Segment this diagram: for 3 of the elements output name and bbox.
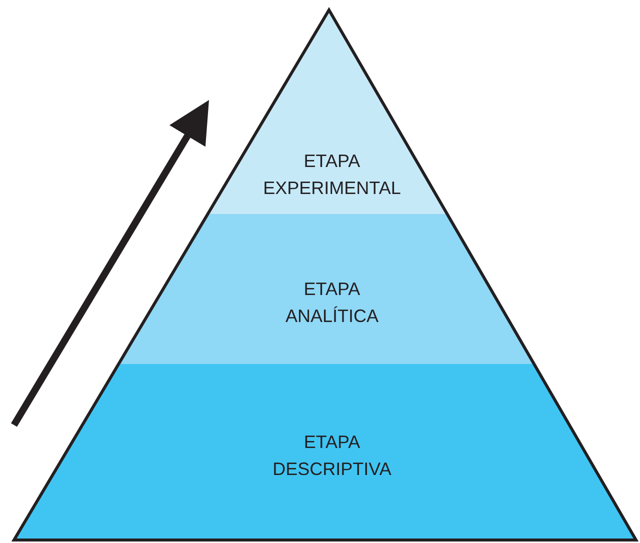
stage-label: ETAPA DESCRIPTIVA (272, 431, 392, 481)
stage-label: ETAPA ANALÍTICA (285, 278, 378, 328)
stage-label: ETAPA EXPERIMENTAL (263, 150, 401, 200)
